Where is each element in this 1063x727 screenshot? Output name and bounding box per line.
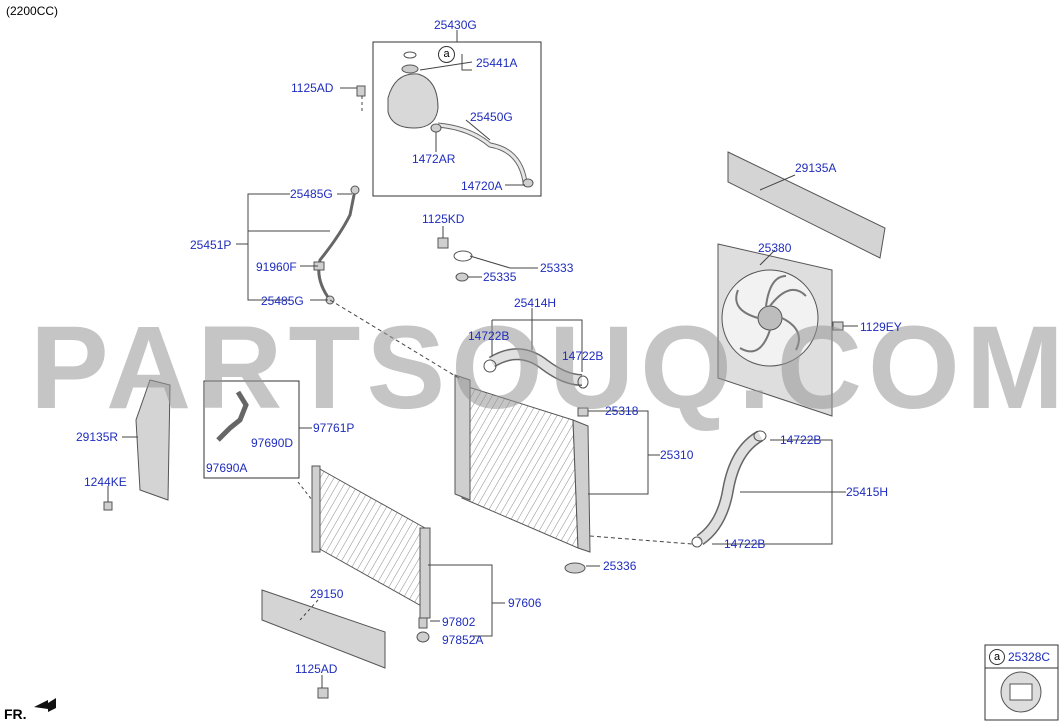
part-label[interactable]: 14722B	[780, 433, 822, 447]
part-label[interactable]: 1244KE	[84, 475, 127, 489]
part-label[interactable]: 97761P	[313, 421, 355, 435]
part-label[interactable]: 25335	[483, 270, 517, 284]
part-label[interactable]: 97852A	[442, 633, 484, 647]
part-label[interactable]: 25380	[758, 241, 792, 255]
condenser	[311, 465, 431, 619]
part-label[interactable]: 14722B	[468, 329, 510, 343]
legend-marker: a	[989, 649, 1005, 665]
part-label[interactable]: 1472AR	[412, 152, 456, 166]
part-label[interactable]: 25318	[605, 404, 639, 418]
part-label[interactable]: 1129EY	[860, 320, 902, 334]
part-label[interactable]: 14722B	[724, 537, 766, 551]
part-label[interactable]: 25450G	[470, 110, 513, 124]
part-label[interactable]: 25310	[660, 448, 694, 462]
legend-marker-text: a	[993, 651, 1001, 663]
reservoir-tank	[387, 51, 439, 129]
part-label[interactable]: 25485G	[261, 294, 304, 308]
part-label[interactable]: 91960F	[256, 260, 297, 274]
part-label[interactable]: 1125AD	[291, 81, 334, 95]
part-label[interactable]: 25430G	[434, 18, 477, 32]
part-label[interactable]: 25415H	[846, 485, 889, 499]
engine-label: (2200CC)	[6, 4, 59, 18]
part-label[interactable]: 97690A	[206, 461, 248, 475]
part-label[interactable]: 97802	[442, 615, 476, 629]
part-label[interactable]: 25441A	[476, 56, 518, 70]
part-label[interactable]: 25485G	[290, 187, 333, 201]
part-label[interactable]: 25451P	[190, 238, 232, 252]
part-label[interactable]: 25336	[603, 559, 637, 573]
part-label[interactable]: 29135A	[795, 161, 837, 175]
legend-part-label[interactable]: 25328C	[1008, 650, 1051, 664]
front-arrow-icon	[34, 698, 56, 712]
lower-air-guard	[261, 589, 386, 669]
marker-a-circle: a	[438, 46, 455, 63]
part-label[interactable]: 1125KD	[422, 212, 465, 226]
upper-air-guard	[727, 151, 886, 259]
fan-shroud	[717, 243, 833, 417]
legend-box	[984, 644, 1059, 721]
small-parts	[103, 85, 844, 699]
part-label[interactable]: 97606	[508, 596, 542, 610]
side-air-guard	[135, 379, 171, 501]
sensor-bracket	[216, 390, 249, 442]
sensor-box	[203, 380, 300, 479]
part-label[interactable]: 25414H	[514, 296, 557, 310]
bleed-hose	[317, 189, 357, 301]
leader-lines	[107, 30, 858, 688]
part-label[interactable]: 25333	[540, 261, 574, 275]
front-label: FR.	[4, 706, 27, 722]
part-label[interactable]: 29150	[310, 587, 344, 601]
part-label[interactable]: 14720A	[461, 179, 503, 193]
radiator-cap-warning-icon	[1000, 671, 1042, 713]
part-label[interactable]: 97690D	[251, 436, 294, 450]
part-label[interactable]: 14722B	[562, 349, 604, 363]
radiator	[454, 374, 591, 553]
part-label[interactable]: 1125AD	[295, 662, 338, 676]
marker-a-text: a	[443, 48, 450, 60]
part-label[interactable]: 29135R	[76, 430, 119, 444]
